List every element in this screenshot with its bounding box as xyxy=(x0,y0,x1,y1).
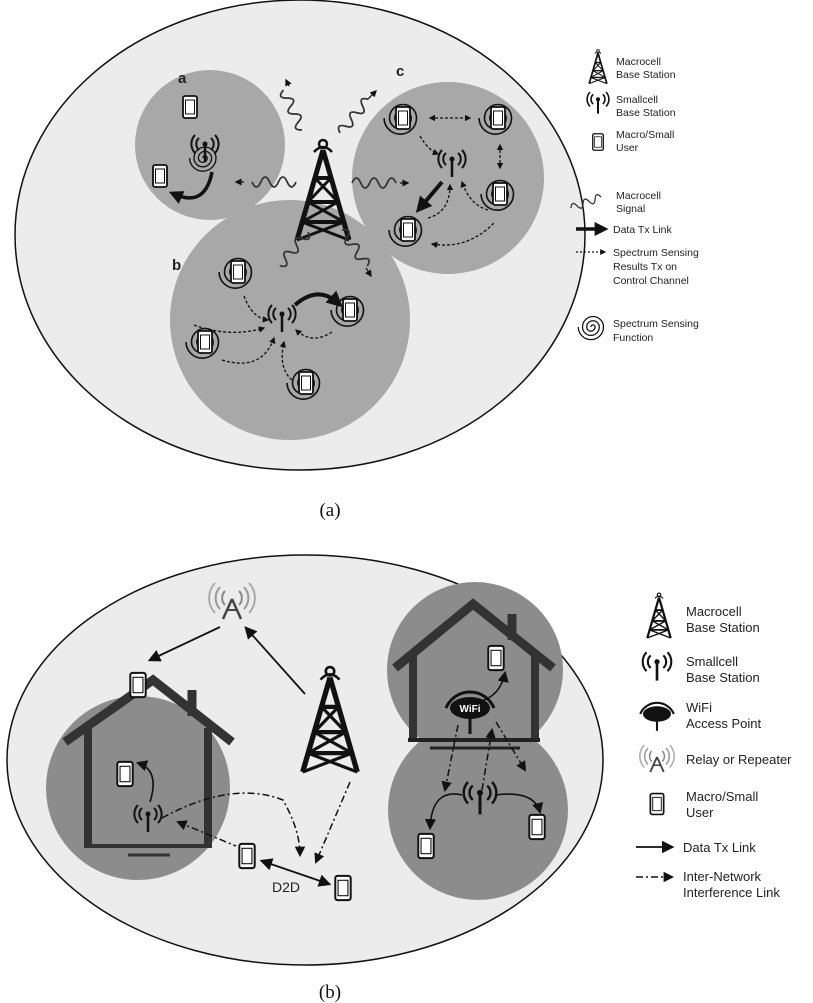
data-tx-link xyxy=(477,670,509,703)
legend-b: Macrocell Base Station Smallcell Base St… xyxy=(636,591,792,900)
legend-b-item-6-line-1: Interference Link xyxy=(683,885,780,900)
data-tx-link xyxy=(494,793,544,815)
data-tx-link xyxy=(147,626,221,662)
interference-link xyxy=(481,727,496,791)
legend-b-item-6-line-0: Inter-Network xyxy=(683,869,762,884)
phone-icon xyxy=(528,813,546,841)
phone-icon xyxy=(129,671,147,699)
phone-icon xyxy=(417,832,435,860)
data-tx-link xyxy=(168,171,214,204)
interference-link xyxy=(495,721,527,772)
caption-b: (b) xyxy=(319,982,341,1003)
legend-a-item-5-line-2: Control Channel xyxy=(613,275,689,287)
interference-link xyxy=(176,820,237,847)
legend-phone-icon xyxy=(592,133,604,151)
legend-b-item-2-line-0: WiFi xyxy=(686,700,712,715)
d2d-link xyxy=(259,858,332,887)
legend-a-item-2-line-1: User xyxy=(616,142,639,154)
control-channel-link xyxy=(193,324,266,333)
legend-b-item-3-line-0: Relay or Repeater xyxy=(686,752,792,767)
legend-a-item-3-line-0: Macrocell xyxy=(616,190,661,202)
legend-macrocell-tower-icon xyxy=(646,591,672,640)
legend-a-item-6-line-1: Function xyxy=(613,332,653,344)
legend-a-item-0-line-0: Macrocell xyxy=(616,56,661,68)
control-channel-link xyxy=(419,135,440,156)
cell-label-c: c xyxy=(396,63,404,80)
control-channel-link xyxy=(460,180,489,211)
legend-b-item-2-line-1: Access Point xyxy=(686,716,762,731)
phone-icon xyxy=(182,95,198,119)
smallcell-area-b xyxy=(170,200,410,440)
legend-a-item-0-line-1: Base Station xyxy=(616,69,676,81)
panel-b: WiFi D2D Macrocell Base Station Smallcel… xyxy=(6,554,792,1003)
legend-a-item-5-line-1: Results Tx on xyxy=(613,261,677,273)
data-tx-link xyxy=(135,760,154,803)
legend-a-item-1-line-1: Base Station xyxy=(616,107,676,119)
d2d-label: D2D xyxy=(272,879,300,895)
panel-a: a b c xyxy=(14,0,699,521)
cell-label-b: b xyxy=(172,257,181,274)
legend-b-item-0-line-0: Macrocell xyxy=(686,604,742,619)
smallcell-area-c xyxy=(352,82,544,274)
caption-a: (a) xyxy=(319,500,340,521)
legend-macrocell-tower-icon xyxy=(588,48,608,85)
phone-icon xyxy=(487,644,505,672)
signal-arrow xyxy=(365,267,372,278)
legend-b-item-4-line-1: User xyxy=(686,805,714,820)
legend-smallcell-icon xyxy=(586,90,610,115)
legend-b-item-0-line-1: Base Station xyxy=(686,620,760,635)
house-right xyxy=(392,598,556,750)
legend-a-item-3-line-1: Signal xyxy=(616,203,645,215)
legend-phone-icon xyxy=(649,792,665,816)
cell-label-a: a xyxy=(178,70,187,87)
interference-link xyxy=(441,724,459,793)
phone-icon xyxy=(334,874,352,902)
smallcell-area-a xyxy=(135,70,285,220)
legend-a: Macrocell Base Station Smallcell Base St… xyxy=(569,48,699,344)
legend-b-item-5-line-0: Data Tx Link xyxy=(683,840,756,855)
wifi-ap-icon: WiFi xyxy=(444,690,496,734)
signal-arrow xyxy=(367,90,377,100)
legend-a-item-5-line-0: Spectrum Sensing xyxy=(613,247,699,259)
phone-icon xyxy=(152,164,168,188)
wifi-ap-label: WiFi xyxy=(459,704,480,715)
legend-wifi-ap-icon xyxy=(639,701,675,731)
legend-b-item-1-line-1: Base Station xyxy=(686,670,760,685)
control-channel-link xyxy=(427,183,454,219)
control-channel-link xyxy=(279,340,293,381)
legend-b-item-1-line-0: Smallcell xyxy=(686,654,738,669)
control-channel-link xyxy=(295,329,333,339)
house-left xyxy=(62,674,235,857)
smallcell-area-upper xyxy=(387,582,563,758)
legend-a-item-1-line-0: Smallcell xyxy=(616,94,658,106)
signal-arrow xyxy=(285,78,292,87)
legend-spiral-icon xyxy=(577,315,605,341)
phone-icon xyxy=(116,760,134,788)
data-tx-link xyxy=(415,180,444,213)
legend-a-item-4-line-0: Data Tx Link xyxy=(613,224,672,236)
data-tx-link xyxy=(424,793,463,831)
legend-b-item-4-line-0: Macro/Small xyxy=(686,789,758,804)
data-tx-link xyxy=(293,290,343,308)
legend-a-item-6-line-0: Spectrum Sensing xyxy=(613,318,699,330)
legend-a-item-2-line-0: Macro/Small xyxy=(616,129,674,141)
legend-smallcell-icon xyxy=(641,650,673,682)
data-tx-link xyxy=(244,626,306,695)
control-channel-link xyxy=(221,336,276,364)
legend-relay-icon xyxy=(638,744,676,773)
control-channel-link xyxy=(430,221,496,249)
phone-icon xyxy=(238,842,256,870)
